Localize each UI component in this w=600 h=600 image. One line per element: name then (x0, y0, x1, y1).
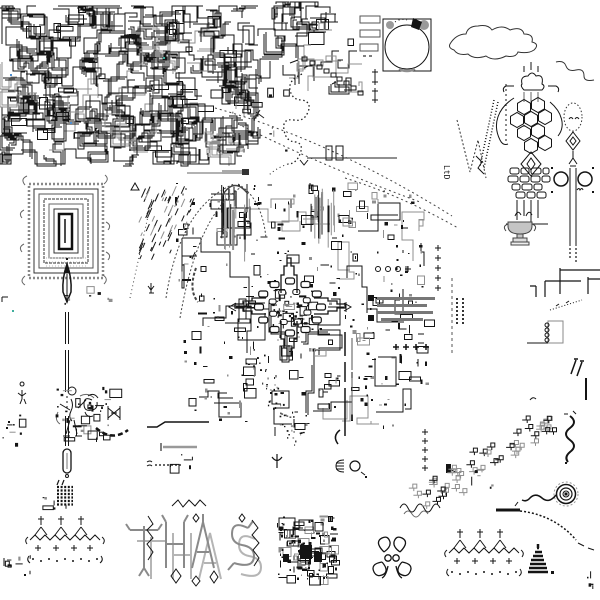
stripe-redaction (368, 278, 464, 356)
metal-logo (125, 499, 263, 587)
trident-glyph (147, 283, 155, 294)
statue-noise (55, 386, 123, 442)
totem-diagram (551, 102, 594, 246)
striped-pyramid (528, 544, 554, 574)
plus-columns (375, 245, 441, 471)
glitch-mandala (227, 257, 353, 357)
dotted-arcs (214, 107, 459, 229)
fountain-bars-left (221, 184, 250, 262)
plus-column-top (372, 69, 378, 103)
circle-in-square (382, 18, 432, 73)
descending-dotted-curve (496, 508, 595, 551)
snake-squiggle (564, 410, 577, 464)
bowtie-glyph (107, 406, 121, 420)
falling-speckle (246, 349, 305, 446)
fountain-bars-right (310, 188, 335, 248)
coil-box (527, 320, 564, 344)
statue-figure (55, 386, 95, 437)
maze-fragment-top (271, 1, 332, 33)
dotted-diagonal-marks (549, 299, 583, 311)
mandala-inner-debris (272, 289, 320, 329)
circuit-maze (0, 5, 261, 167)
tiny-triangle (130, 181, 140, 191)
crown-right (443, 528, 525, 577)
scribble-hatch-cluster (138, 185, 196, 260)
micro-vertical-text: LtD (442, 165, 451, 180)
curl-motif (372, 536, 412, 579)
maze-fragment-right (255, 12, 363, 95)
trophy-cup (503, 211, 537, 246)
smoke-squiggle (250, 73, 310, 177)
smile-arc (95, 427, 129, 437)
rect-chain (289, 56, 364, 96)
edge-ticks (1, 296, 26, 576)
psi-glyph (271, 454, 283, 468)
barcode-stack (506, 167, 551, 225)
spiral-ball (514, 481, 579, 507)
mandala-petal-ring (253, 277, 327, 337)
gray-bar-line (187, 169, 249, 175)
triple-hump-squiggle (399, 503, 441, 518)
crown-left (24, 515, 106, 564)
two-small-rects (299, 145, 397, 166)
pipe-elbows (530, 248, 600, 297)
triple-bars (359, 15, 381, 57)
dotted-v-zigzag (456, 119, 487, 179)
dust-specks (2, 87, 594, 589)
fountain-arcs (129, 183, 267, 319)
spear (56, 258, 73, 506)
misc-lines (146, 421, 209, 467)
cloud-doodle (449, 25, 595, 81)
accent-pixels (10, 57, 165, 312)
oe-circle-glyph (335, 459, 367, 478)
meander-band (408, 415, 557, 509)
hex-cluster (510, 96, 552, 155)
slash-marks (529, 358, 587, 401)
vertical-strokes (334, 332, 353, 445)
center-glitch-debris (175, 182, 435, 436)
glitch-block-solids (278, 517, 322, 562)
honeycomb-creature (475, 62, 563, 177)
tiny-figure (17, 381, 27, 405)
